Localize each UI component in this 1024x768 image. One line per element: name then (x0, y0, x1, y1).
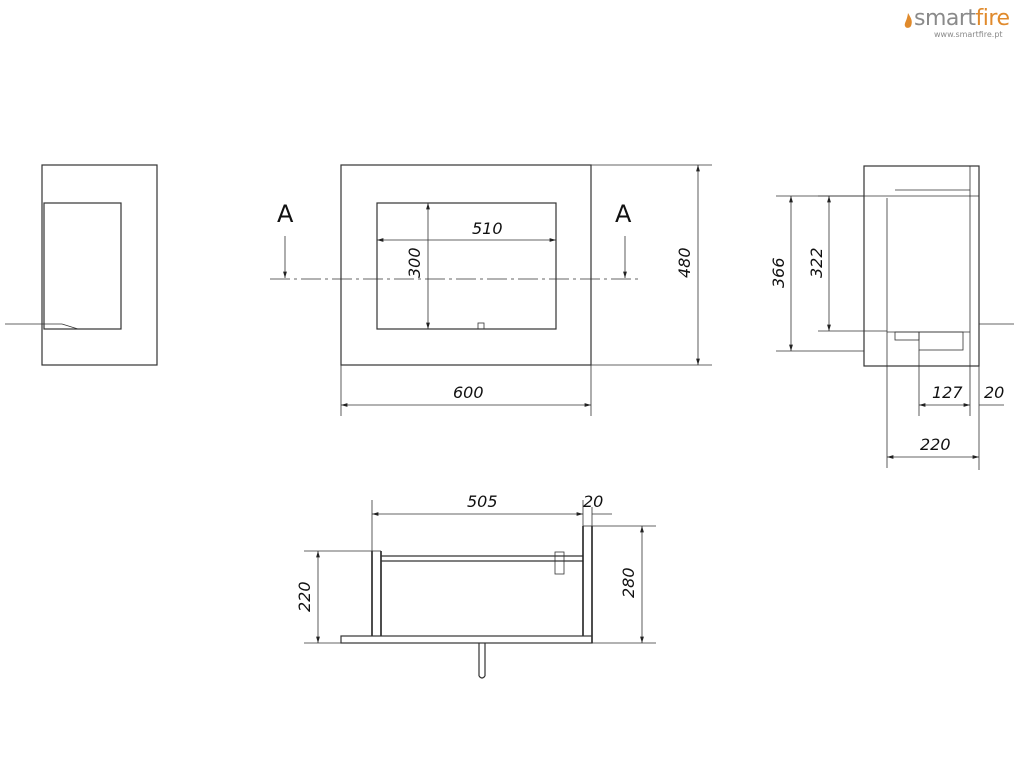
dim-top-width: 505 (467, 492, 498, 511)
dim-section-outer-height: 366 (769, 257, 788, 288)
left-side-view (5, 164, 158, 366)
dim-top-small: 20 (583, 492, 603, 511)
section-label-left: A (277, 200, 294, 228)
top-view: 505 20 220 280 (295, 492, 656, 679)
brand-url: www.smartfire.pt (934, 30, 1003, 39)
flame-icon (904, 13, 912, 28)
brand-wordmark: smartfire (914, 6, 1010, 31)
dim-section-depth-small: 20 (984, 383, 1004, 402)
dim-front-outer-height: 480 (675, 247, 694, 278)
front-view: A A 510 300 480 600 (270, 164, 712, 416)
dim-top-left-height: 220 (295, 581, 314, 612)
dim-section-depth-inner: 127 (932, 383, 963, 402)
dim-top-right-height: 280 (619, 567, 638, 598)
brand-main: smart (914, 6, 976, 31)
dim-front-inner-width: 510 (472, 219, 503, 238)
brand-logo: smartfire www.smartfire.pt (900, 6, 1018, 42)
section-label-right: A (615, 200, 632, 228)
dim-front-outer-width: 600 (453, 383, 484, 402)
brand-accent: fire (975, 6, 1010, 31)
dim-front-inner-height: 300 (405, 247, 424, 278)
dim-section-depth-total: 220 (920, 435, 951, 454)
section-view: 366 322 127 20 220 (769, 165, 1014, 470)
dim-section-inner-height: 322 (807, 247, 826, 278)
